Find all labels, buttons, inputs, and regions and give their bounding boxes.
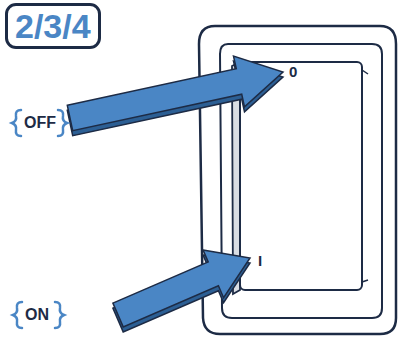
state-label: ON (25, 306, 49, 324)
brace (12, 110, 21, 136)
step-number: 2/3/4 (15, 6, 91, 46)
off-arrow (67, 56, 283, 131)
badge-box: 2/3/4 (5, 3, 101, 49)
switch-symbol: 0 (289, 64, 297, 81)
on-arrow (113, 250, 250, 327)
brace (13, 302, 22, 328)
brace (55, 302, 64, 328)
state-label: OFF (24, 114, 56, 132)
rocker-edge (362, 280, 368, 282)
switch-symbol: I (258, 253, 262, 270)
rocker-edge (362, 70, 368, 74)
brace (58, 110, 67, 136)
